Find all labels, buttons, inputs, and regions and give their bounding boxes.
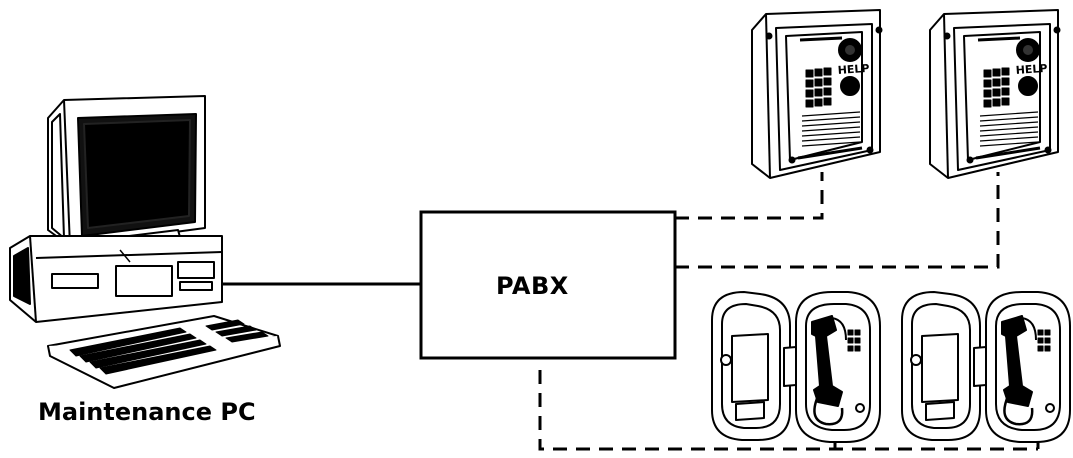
pabx-to-telephones-line [538, 370, 1038, 451]
pabx-box [419, 210, 677, 360]
svg-text:HELP: HELP [1015, 62, 1048, 77]
maintenance-pc-label: Maintenance PC [38, 398, 256, 426]
help-point-intercom-icon: HELP [929, 9, 1061, 179]
help-point-intercom-icon: HELP [751, 9, 883, 179]
pabx-to-help-point-2-line [675, 172, 1000, 269]
emergency-telephone-icon [901, 291, 1071, 443]
pabx-to-help-point-1-line [675, 172, 824, 220]
emergency-telephone-icon [711, 291, 881, 443]
svg-text:HELP: HELP [837, 62, 870, 77]
pabx-label: PABX [496, 272, 569, 300]
computer-icon [9, 95, 281, 389]
